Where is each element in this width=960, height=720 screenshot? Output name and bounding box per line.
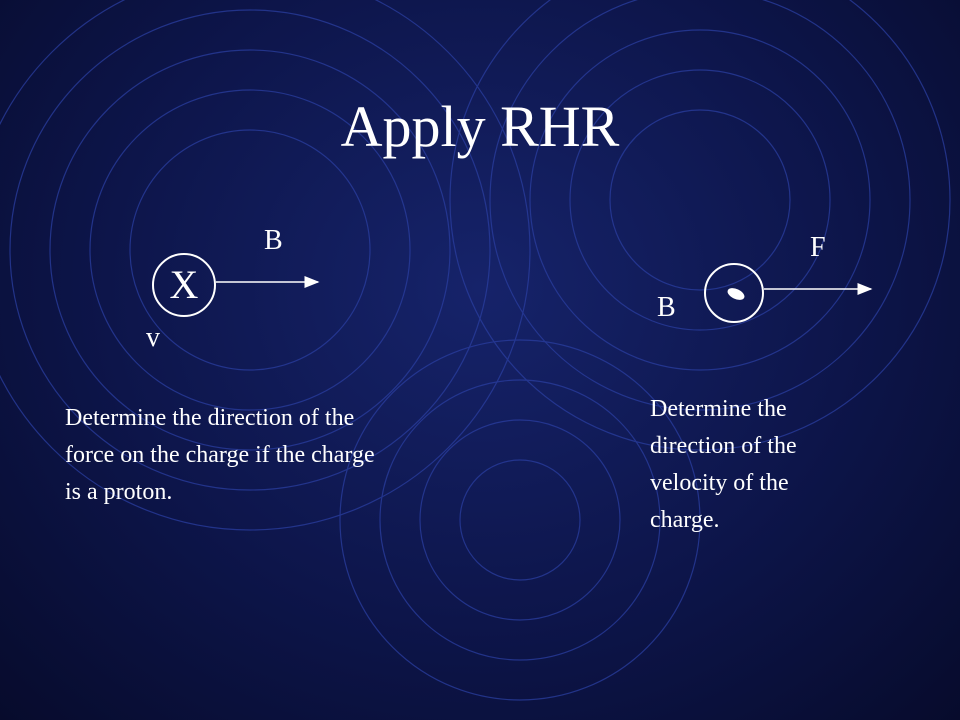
right-force-label: F bbox=[810, 232, 826, 263]
right-prompt: Determine the direction of the velocity … bbox=[650, 396, 797, 533]
slide-title: Apply RHR bbox=[340, 94, 620, 159]
left-field-label: B bbox=[264, 225, 283, 256]
left-charge-circle bbox=[152, 253, 216, 317]
left-charge-symbol: X bbox=[169, 262, 199, 307]
left-prompt: Determine the direction of the force on … bbox=[65, 405, 375, 505]
left-velocity-label: v bbox=[146, 322, 160, 353]
dot-icon bbox=[727, 288, 745, 300]
right-field-label: B bbox=[657, 292, 676, 323]
right-charge-circle bbox=[704, 263, 764, 323]
